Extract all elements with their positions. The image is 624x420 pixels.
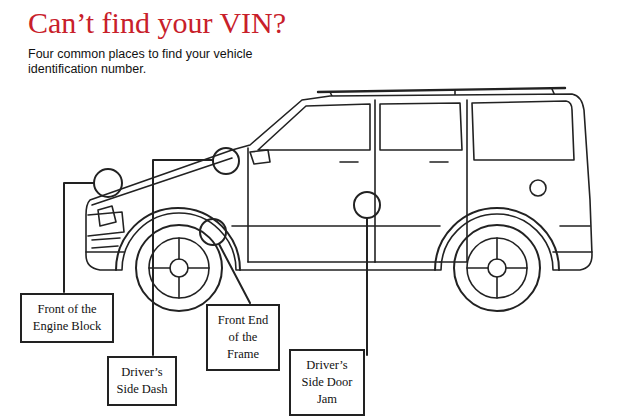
location-label: Driver’s Side Dash [113, 364, 171, 398]
location-box: Front of the Engine Block [20, 293, 114, 343]
location-label: Front of the Engine Block [26, 301, 108, 335]
title: Can’t find your VIN? [28, 6, 286, 40]
location-label: Front End of the Frame [212, 312, 274, 363]
location-box: Front End of the Frame [206, 304, 280, 371]
location-box: Driver’s Side Door Jam [289, 349, 365, 416]
subtitle: Four common places to find your vehicle … [28, 47, 273, 77]
location-box: Driver’s Side Dash [107, 356, 177, 406]
location-label: Driver’s Side Door Jam [295, 357, 359, 408]
